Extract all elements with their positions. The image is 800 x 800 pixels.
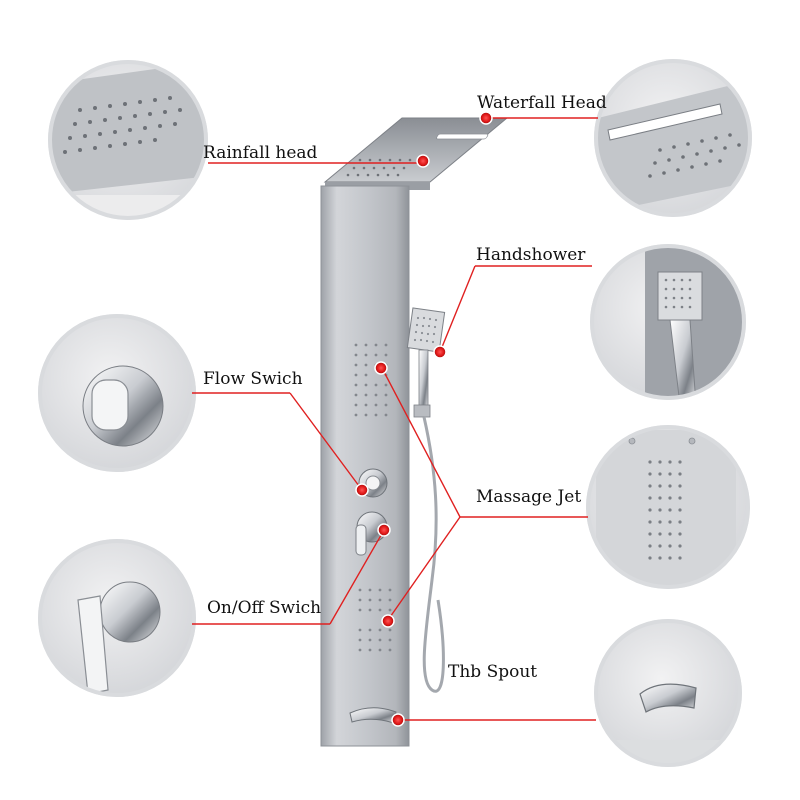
marker-massage-lower — [381, 614, 395, 628]
marker-massage-upper — [374, 361, 388, 375]
shower-hose — [422, 416, 445, 693]
handshower-closeup — [590, 244, 746, 400]
leader-massage-up — [381, 367, 461, 518]
label-tub-spout: Thb Spout — [448, 662, 537, 682]
label-massage-jet: Massage Jet — [476, 487, 581, 507]
marker-flow — [355, 483, 369, 497]
marker-spout — [391, 713, 405, 727]
marker-waterfall — [479, 111, 493, 125]
flow-switch-closeup — [38, 314, 196, 472]
handshower — [406, 307, 446, 418]
leader-onoff-d — [329, 529, 385, 625]
waterfall-head-closeup — [594, 59, 752, 217]
label-onoff-switch: On/Off Swich — [207, 598, 321, 618]
tub-spout-closeup — [594, 619, 742, 767]
rainfall-nozzle-dots — [346, 158, 412, 177]
marker-rainfall — [416, 154, 430, 168]
massage-jets-lower — [358, 588, 392, 652]
leader-flow-d — [289, 392, 363, 491]
label-waterfall-head: Waterfall Head — [477, 93, 607, 113]
label-flow-switch: Flow Swich — [203, 369, 303, 389]
marker-onoff — [377, 523, 391, 537]
label-rainfall-head: Rainfall head — [203, 143, 318, 163]
shower-panel — [320, 117, 509, 747]
rainfall-head-closeup — [48, 60, 208, 220]
leader-massage-down — [387, 516, 461, 621]
label-handshower: Handshower — [476, 245, 586, 265]
leader-handshower-d — [439, 265, 476, 353]
marker-handshower — [433, 345, 447, 359]
massage-jet-closeup — [586, 425, 750, 589]
onoff-switch-closeup — [38, 539, 196, 697]
